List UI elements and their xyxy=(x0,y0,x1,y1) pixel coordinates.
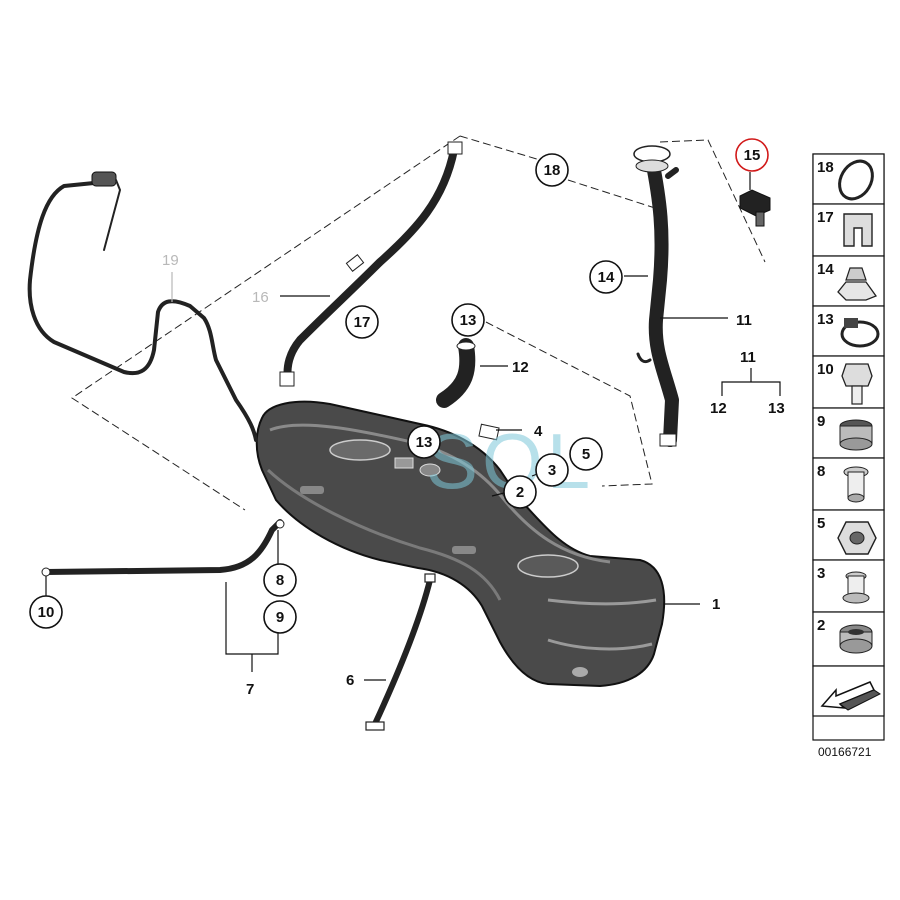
legend-item: 10 xyxy=(812,355,885,409)
legend-item: 17 xyxy=(812,203,885,257)
filler-neck-drawing xyxy=(633,145,679,447)
label-6: 6 xyxy=(346,672,354,689)
callout-18: 18 xyxy=(535,153,569,187)
tank-bracket-drawing xyxy=(41,519,285,577)
tank-strap-drawing xyxy=(365,573,436,731)
seal-pad-drawing xyxy=(478,423,500,441)
callout-3: 3 xyxy=(535,453,569,487)
callout-15: 15 xyxy=(735,138,769,172)
legend-item: 8 xyxy=(812,457,885,511)
legend-item: 13 xyxy=(812,305,885,357)
svg-text:2: 2 xyxy=(817,617,825,634)
callout-14: 14 xyxy=(589,260,623,294)
svg-text:2: 2 xyxy=(516,484,524,501)
label-12-hose: 12 xyxy=(512,359,529,376)
seal-ring-icon xyxy=(839,624,873,654)
svg-text:9: 9 xyxy=(276,609,284,626)
svg-text:10: 10 xyxy=(38,604,55,621)
svg-text:14: 14 xyxy=(598,269,615,286)
svg-text:13: 13 xyxy=(460,312,477,329)
legend-item: 2 xyxy=(812,611,885,667)
svg-text:18: 18 xyxy=(544,162,561,179)
svg-text:13: 13 xyxy=(817,311,834,328)
svg-text:8: 8 xyxy=(817,463,825,480)
svg-text:3: 3 xyxy=(817,565,825,582)
clip-nut-icon xyxy=(837,267,878,301)
svg-text:9: 9 xyxy=(817,413,825,430)
parts-legend: 18 17 14 13 xyxy=(812,153,885,741)
fuel-tank-drawing xyxy=(255,400,666,688)
hose-clip-icon xyxy=(843,213,873,247)
svg-text:13: 13 xyxy=(416,434,433,451)
label-4: 4 xyxy=(534,423,543,440)
label-13-kit: 13 xyxy=(768,400,785,417)
label-11-neck: 11 xyxy=(736,312,752,329)
vent-hose-drawing xyxy=(279,141,463,387)
diagram-code: 00166721 xyxy=(818,745,872,759)
svg-text:10: 10 xyxy=(817,361,834,378)
svg-text:17: 17 xyxy=(817,209,834,226)
legend-item: 18 xyxy=(812,153,885,205)
hose-elbow-drawing xyxy=(436,338,476,408)
label-16: 16 xyxy=(252,289,269,306)
spacer-sleeve-icon xyxy=(843,466,869,503)
svg-text:5: 5 xyxy=(817,515,825,532)
callout-13-clamp: 13 xyxy=(407,425,441,459)
legend-item: 9 xyxy=(812,407,885,459)
callout-10: 10 xyxy=(29,595,63,629)
callout-9: 9 xyxy=(263,600,297,634)
callout-8: 8 xyxy=(263,563,297,597)
label-1: 1 xyxy=(712,596,720,613)
o-ring-icon xyxy=(838,159,874,201)
vent-line-drawing xyxy=(27,171,258,442)
svg-text:5: 5 xyxy=(582,446,590,463)
svg-text:8: 8 xyxy=(276,572,284,589)
legend-item: 5 xyxy=(812,509,885,561)
label-12-kit: 12 xyxy=(710,400,727,417)
svg-text:3: 3 xyxy=(548,462,556,479)
direction-arrow-icon xyxy=(820,681,881,711)
label-11-kit: 11 xyxy=(740,349,756,366)
callout-5: 5 xyxy=(569,437,603,471)
svg-text:14: 14 xyxy=(817,261,834,278)
svg-text:15: 15 xyxy=(744,147,761,164)
grouping-dashed-lines xyxy=(71,135,766,511)
hex-bolt-icon xyxy=(841,363,873,405)
callout-17: 17 xyxy=(345,305,379,339)
legend-item: 14 xyxy=(812,255,885,307)
grommet-icon xyxy=(842,571,870,604)
legend-item: 3 xyxy=(812,559,885,613)
label-19: 19 xyxy=(162,252,179,269)
vent-valve-drawing xyxy=(739,189,771,227)
svg-text:17: 17 xyxy=(354,314,371,331)
rubber-bushing-icon xyxy=(839,419,873,451)
legend-arrow-tile xyxy=(812,665,885,717)
hose-clamp-icon xyxy=(840,318,880,348)
callout-13-hose-group: 13 xyxy=(451,303,485,337)
callout-2: 2 xyxy=(503,475,537,509)
label-7: 7 xyxy=(246,681,254,698)
hex-nut-icon xyxy=(837,521,877,555)
svg-text:18: 18 xyxy=(817,159,834,176)
